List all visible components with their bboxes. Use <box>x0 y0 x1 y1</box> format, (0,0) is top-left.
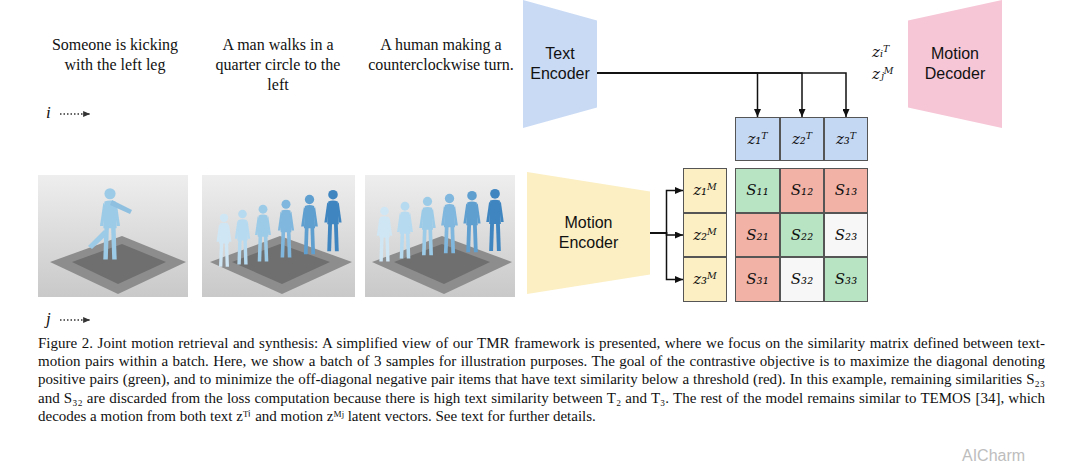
similarity-cell: S₃₂ <box>780 257 824 302</box>
arrow-connector <box>597 73 846 117</box>
node-text: Motion Encoder <box>549 213 629 253</box>
node-text: Text Encoder <box>527 44 593 84</box>
similarity-cell: S₁₃ <box>824 168 868 213</box>
text-latent-box: z₁ᵀ <box>735 117 780 161</box>
text-description: A human making a counterclockwise turn. <box>366 35 516 75</box>
text-description: A man walks in a quarter circle to the l… <box>208 35 348 95</box>
arrow-connector <box>650 233 683 280</box>
text-description: Someone is kicking with the left leg <box>50 35 180 75</box>
similarity-cell: S₁₂ <box>780 168 824 213</box>
arrow-connector <box>597 73 758 117</box>
motion-encoder-outline <box>527 172 650 294</box>
watermark: AICharm <box>962 446 1025 466</box>
similarity-cell: S₃₃ <box>824 257 868 302</box>
latent-label: zⱼᴹ <box>872 64 894 84</box>
node-text: Motion Decoder <box>915 44 995 84</box>
node-text: z₃ᵀ <box>836 130 856 149</box>
node-text: S₂₂ <box>791 226 813 245</box>
similarity-cell: S₂₂ <box>780 213 824 257</box>
node-text: S₃₃ <box>835 270 857 289</box>
motion-latent-box: z₃ᴹ <box>683 257 727 302</box>
similarity-cell: S₁₁ <box>735 168 780 213</box>
node-text: S₁₁ <box>746 181 768 200</box>
motion-latent-box: z₂ᴹ <box>683 213 727 257</box>
motion-latent-box: z₁ᴹ <box>683 168 727 213</box>
node-text: z₁ᴹ <box>693 181 717 200</box>
index-label: j <box>46 309 51 329</box>
motion-decoder-outline <box>908 0 1002 128</box>
similarity-cell: S₂₃ <box>824 213 868 257</box>
node-text: z₂ᵀ <box>792 130 812 149</box>
index-label: i <box>46 103 51 123</box>
text-latent-box: z₂ᵀ <box>780 117 824 161</box>
node-text: S₂₃ <box>835 226 857 245</box>
latent-label: zᵢᵀ <box>872 42 889 62</box>
arrow-connector <box>650 191 683 234</box>
motion-decoder: Motion Decoder <box>908 0 1002 128</box>
node-text: S₃₁ <box>746 270 768 289</box>
text-encoder: Text Encoder <box>523 0 597 128</box>
node-text: S₁₂ <box>791 181 813 200</box>
text-encoder-outline <box>523 0 597 128</box>
arrow-connector <box>597 73 802 117</box>
text-latent-box: z₃ᵀ <box>824 117 868 161</box>
similarity-cell: S₃₁ <box>735 257 780 302</box>
node-text: z₁ᵀ <box>747 130 767 149</box>
motion-encoder: Motion Encoder <box>527 172 650 294</box>
node-text: S₂₁ <box>746 226 768 245</box>
node-text: z₃ᴹ <box>693 270 717 289</box>
node-text: S₁₃ <box>835 181 857 200</box>
similarity-cell: S₂₁ <box>735 213 780 257</box>
node-text: S₃₂ <box>791 270 813 289</box>
node-text: z₂ᴹ <box>693 226 717 245</box>
figure-caption: Figure 2. Joint motion retrieval and syn… <box>38 334 1045 425</box>
